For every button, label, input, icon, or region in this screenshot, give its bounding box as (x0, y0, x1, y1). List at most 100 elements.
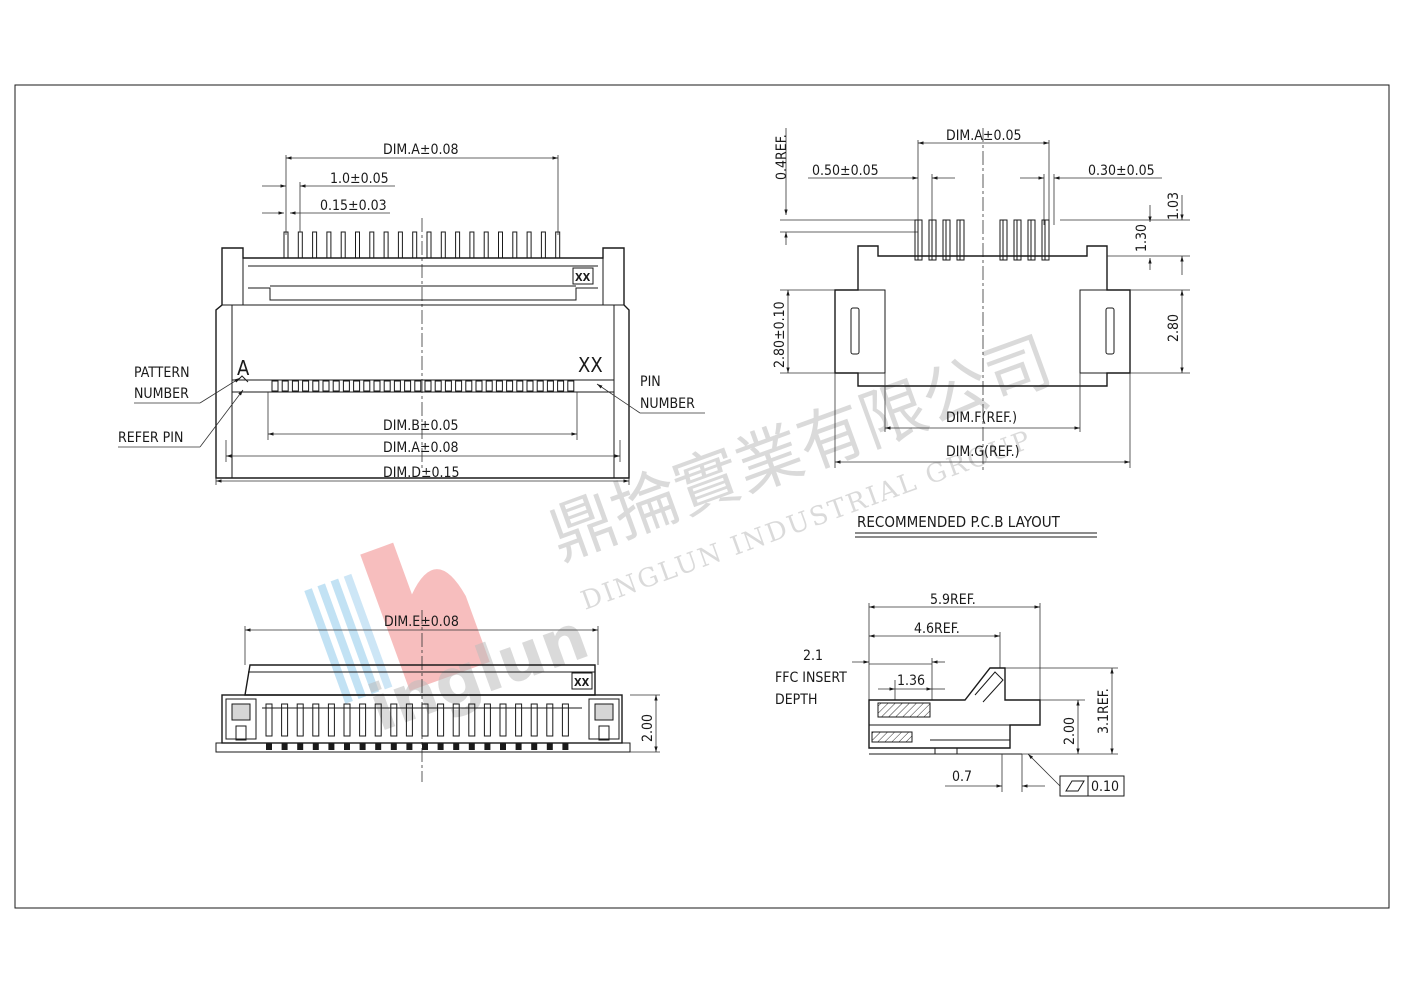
top-pin-width-label: 0.15±0.03 (320, 198, 387, 214)
contact-tooth (363, 380, 371, 392)
top-contact-teeth (271, 380, 575, 392)
side-dim-200-label: 2.00 (1062, 717, 1078, 745)
top-pin (426, 231, 432, 259)
side-ref-31-label: 3.1REF. (1096, 688, 1112, 734)
front-pin (281, 703, 289, 737)
pcb-ref-04-label: 0.4REF. (774, 134, 790, 180)
contact-tooth (434, 380, 442, 392)
top-chip-label: XX (575, 271, 591, 284)
contact-tooth (281, 380, 289, 392)
top-pin (355, 231, 360, 259)
contact-tooth (465, 380, 473, 392)
contact-tooth (291, 380, 299, 392)
front-pin-foot (328, 743, 335, 750)
top-pitch-label: 1.0±0.05 (330, 171, 389, 187)
ffc-insert-line2: DEPTH (775, 692, 817, 708)
front-pin (452, 703, 460, 737)
front-dim-e-label: DIM.E±0.08 (384, 614, 459, 630)
front-pin (374, 703, 382, 737)
front-pin-foot (546, 743, 553, 750)
contact-tooth (271, 380, 279, 392)
pattern-number-line1: PATTERN (134, 365, 190, 381)
front-view: DIM.E±0.08 XX 2.00 (215, 610, 660, 782)
contact-tooth (393, 380, 401, 392)
front-pin-foot (437, 743, 444, 750)
top-pin (483, 231, 489, 259)
refer-mark-letter: A (237, 356, 250, 380)
contact-tooth (383, 380, 391, 392)
front-height-label: 2.00 (640, 714, 656, 742)
top-pin (369, 231, 375, 259)
front-pin-foot (266, 743, 272, 750)
contact-tooth (444, 380, 452, 392)
front-pin (312, 703, 320, 737)
top-pin (455, 231, 461, 259)
contact-tooth (546, 380, 554, 392)
top-pin (498, 231, 503, 259)
side-view: 5.9REF. 4.6REF. 2.1 FFC INSERT DEPTH 1.3… (775, 592, 1125, 797)
top-view: XX DIM.A±0.08 1.0±0.05 0.15±0.03 PATTERN… (118, 142, 705, 485)
top-pin (512, 231, 518, 259)
front-pin-foot (562, 743, 569, 750)
contact-tooth (322, 380, 330, 392)
side-dim-21-label: 2.1 (803, 648, 823, 664)
drawing-frame (14, 84, 1390, 909)
contact-tooth (424, 380, 432, 392)
front-pin-foot (375, 743, 382, 750)
front-pin (561, 703, 569, 737)
pcb-dim-f-label: DIM.F(REF.) (946, 410, 1017, 426)
contact-tooth (414, 380, 422, 392)
contact-tooth (495, 380, 503, 392)
front-pin (530, 703, 538, 737)
side-ref-59-label: 5.9REF. (930, 592, 976, 608)
front-pin (359, 703, 367, 737)
pcb-dim-130-label: 1.30 (1134, 224, 1150, 252)
top-dim-a-label: DIM.A±0.08 (383, 142, 458, 158)
contact-tooth (485, 380, 493, 392)
top-dim-a-bottom-label: DIM.A±0.08 (383, 440, 458, 456)
pcb-dim-103-label: 1.03 (1166, 192, 1182, 220)
front-pin-foot (531, 743, 538, 750)
contact-tooth (526, 380, 534, 392)
pcb-pad-row (914, 219, 1050, 261)
pcb-dim-280-label: 2.80 (1166, 314, 1182, 342)
pin-number-line1: PIN (640, 374, 661, 390)
contact-tooth (536, 380, 544, 392)
front-chip-box (571, 672, 593, 690)
front-pin-foot (359, 743, 366, 750)
contact-tooth (455, 380, 463, 392)
front-pin (390, 703, 398, 737)
top-pin (283, 231, 289, 259)
front-pin (296, 703, 304, 737)
contact-tooth (373, 380, 381, 392)
top-pin (469, 231, 475, 259)
pcb-layout-title: RECOMMENDED P.C.B LAYOUT (857, 513, 1061, 531)
front-pin (515, 703, 523, 737)
top-pin (555, 231, 561, 259)
front-pin-foot (312, 743, 319, 750)
top-pin (340, 231, 346, 259)
front-pin-foot (390, 743, 397, 750)
front-pin-foot (453, 743, 460, 750)
front-pin-foot (515, 743, 522, 750)
side-dim-07-label: 0.7 (952, 769, 972, 785)
top-pin (440, 231, 446, 259)
front-pin (483, 703, 491, 737)
front-pin (546, 703, 554, 737)
front-pin (499, 703, 507, 737)
front-pin-row (265, 703, 569, 750)
pcb-layout: DIM.A±0.05 0.4REF. 0.50±0.05 0.30±0.05 1… (772, 128, 1190, 538)
top-pin (297, 231, 303, 259)
front-pin (437, 703, 445, 737)
front-pin-foot (297, 743, 304, 750)
top-pin (326, 231, 332, 259)
top-pin (526, 231, 532, 259)
front-pin-foot (422, 743, 428, 750)
contact-tooth (302, 380, 310, 392)
front-pin-foot (500, 743, 506, 750)
contact-tooth (312, 380, 320, 392)
front-pin (327, 703, 335, 737)
flatness-value-label: 0.10 (1091, 779, 1119, 795)
front-pin-foot (281, 743, 288, 750)
pcb-pad-030-label: 0.30±0.05 (1088, 163, 1155, 179)
